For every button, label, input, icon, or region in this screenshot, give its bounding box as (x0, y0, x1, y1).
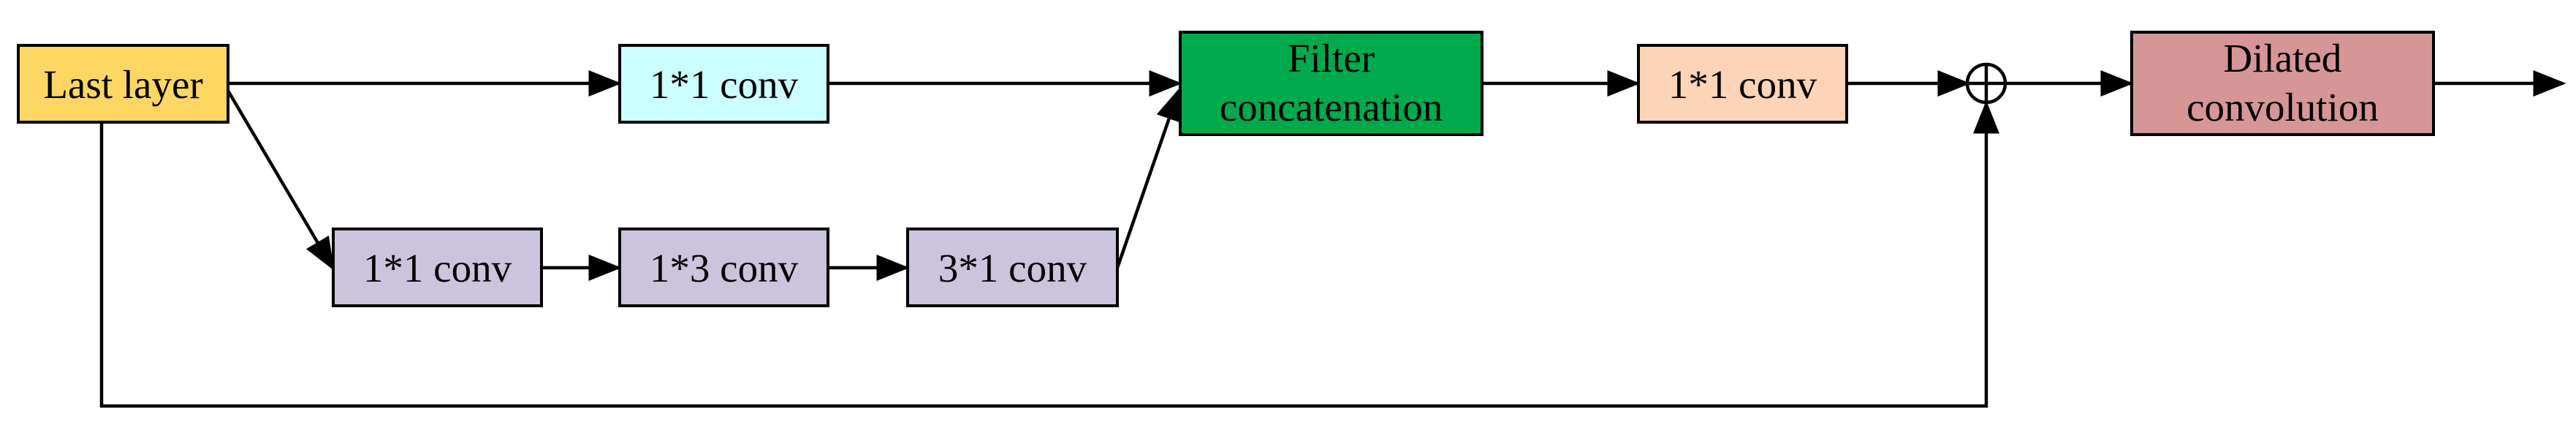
node-conv-1x1-after: 1*1 conv (1637, 44, 1848, 124)
node-last-layer: Last layer (17, 44, 229, 124)
conv-1x3-box (618, 228, 829, 307)
node-conv-1x3: 1*3 conv (618, 228, 829, 307)
node-sum (1965, 62, 2007, 105)
node-conv-3x1: 3*1 conv (906, 228, 1119, 307)
last-layer-box (17, 44, 229, 124)
node-conv-1x1-top: 1*1 conv (618, 44, 829, 124)
conv-3x1-label: 3*1 conv (938, 246, 1087, 290)
conv-1x3-label: 1*3 conv (650, 246, 799, 290)
filter-concat-label-line2: concatenation (1220, 85, 1443, 129)
dilated-conv-label-line2: convolution (2186, 85, 2379, 129)
conv-1x1-top-label: 1*1 conv (650, 62, 799, 107)
node-conv-1x1-bottom: 1*1 conv (332, 228, 543, 307)
edges (99, 70, 2566, 408)
edge-skip-last-layer-to-sum (99, 100, 1999, 408)
filter-concat-box (1179, 31, 1483, 136)
conv-1x1-after-label: 1*1 conv (1668, 62, 1817, 107)
conv-3x1-box (906, 228, 1119, 307)
edge-last-layer-to-conv-1x1-bottom (227, 89, 335, 271)
last-layer-label: Last layer (43, 62, 202, 107)
conv-1x1-bottom-label: 1*1 conv (363, 246, 512, 290)
edge-conv-3x1-to-filter-concat (1115, 87, 1182, 268)
conv-1x1-bottom-box (332, 228, 543, 307)
dilated-conv-label-line1: Dilated (2224, 36, 2342, 80)
node-filter-concat: Filter concatenation (1179, 31, 1483, 136)
conv-1x1-after-box (1637, 44, 1848, 124)
node-dilated-conv: Dilated convolution (2130, 31, 2435, 136)
filter-concat-label-line1: Filter (1288, 36, 1375, 80)
dilated-conv-box (2130, 31, 2435, 136)
conv-1x1-top-box (618, 44, 829, 124)
